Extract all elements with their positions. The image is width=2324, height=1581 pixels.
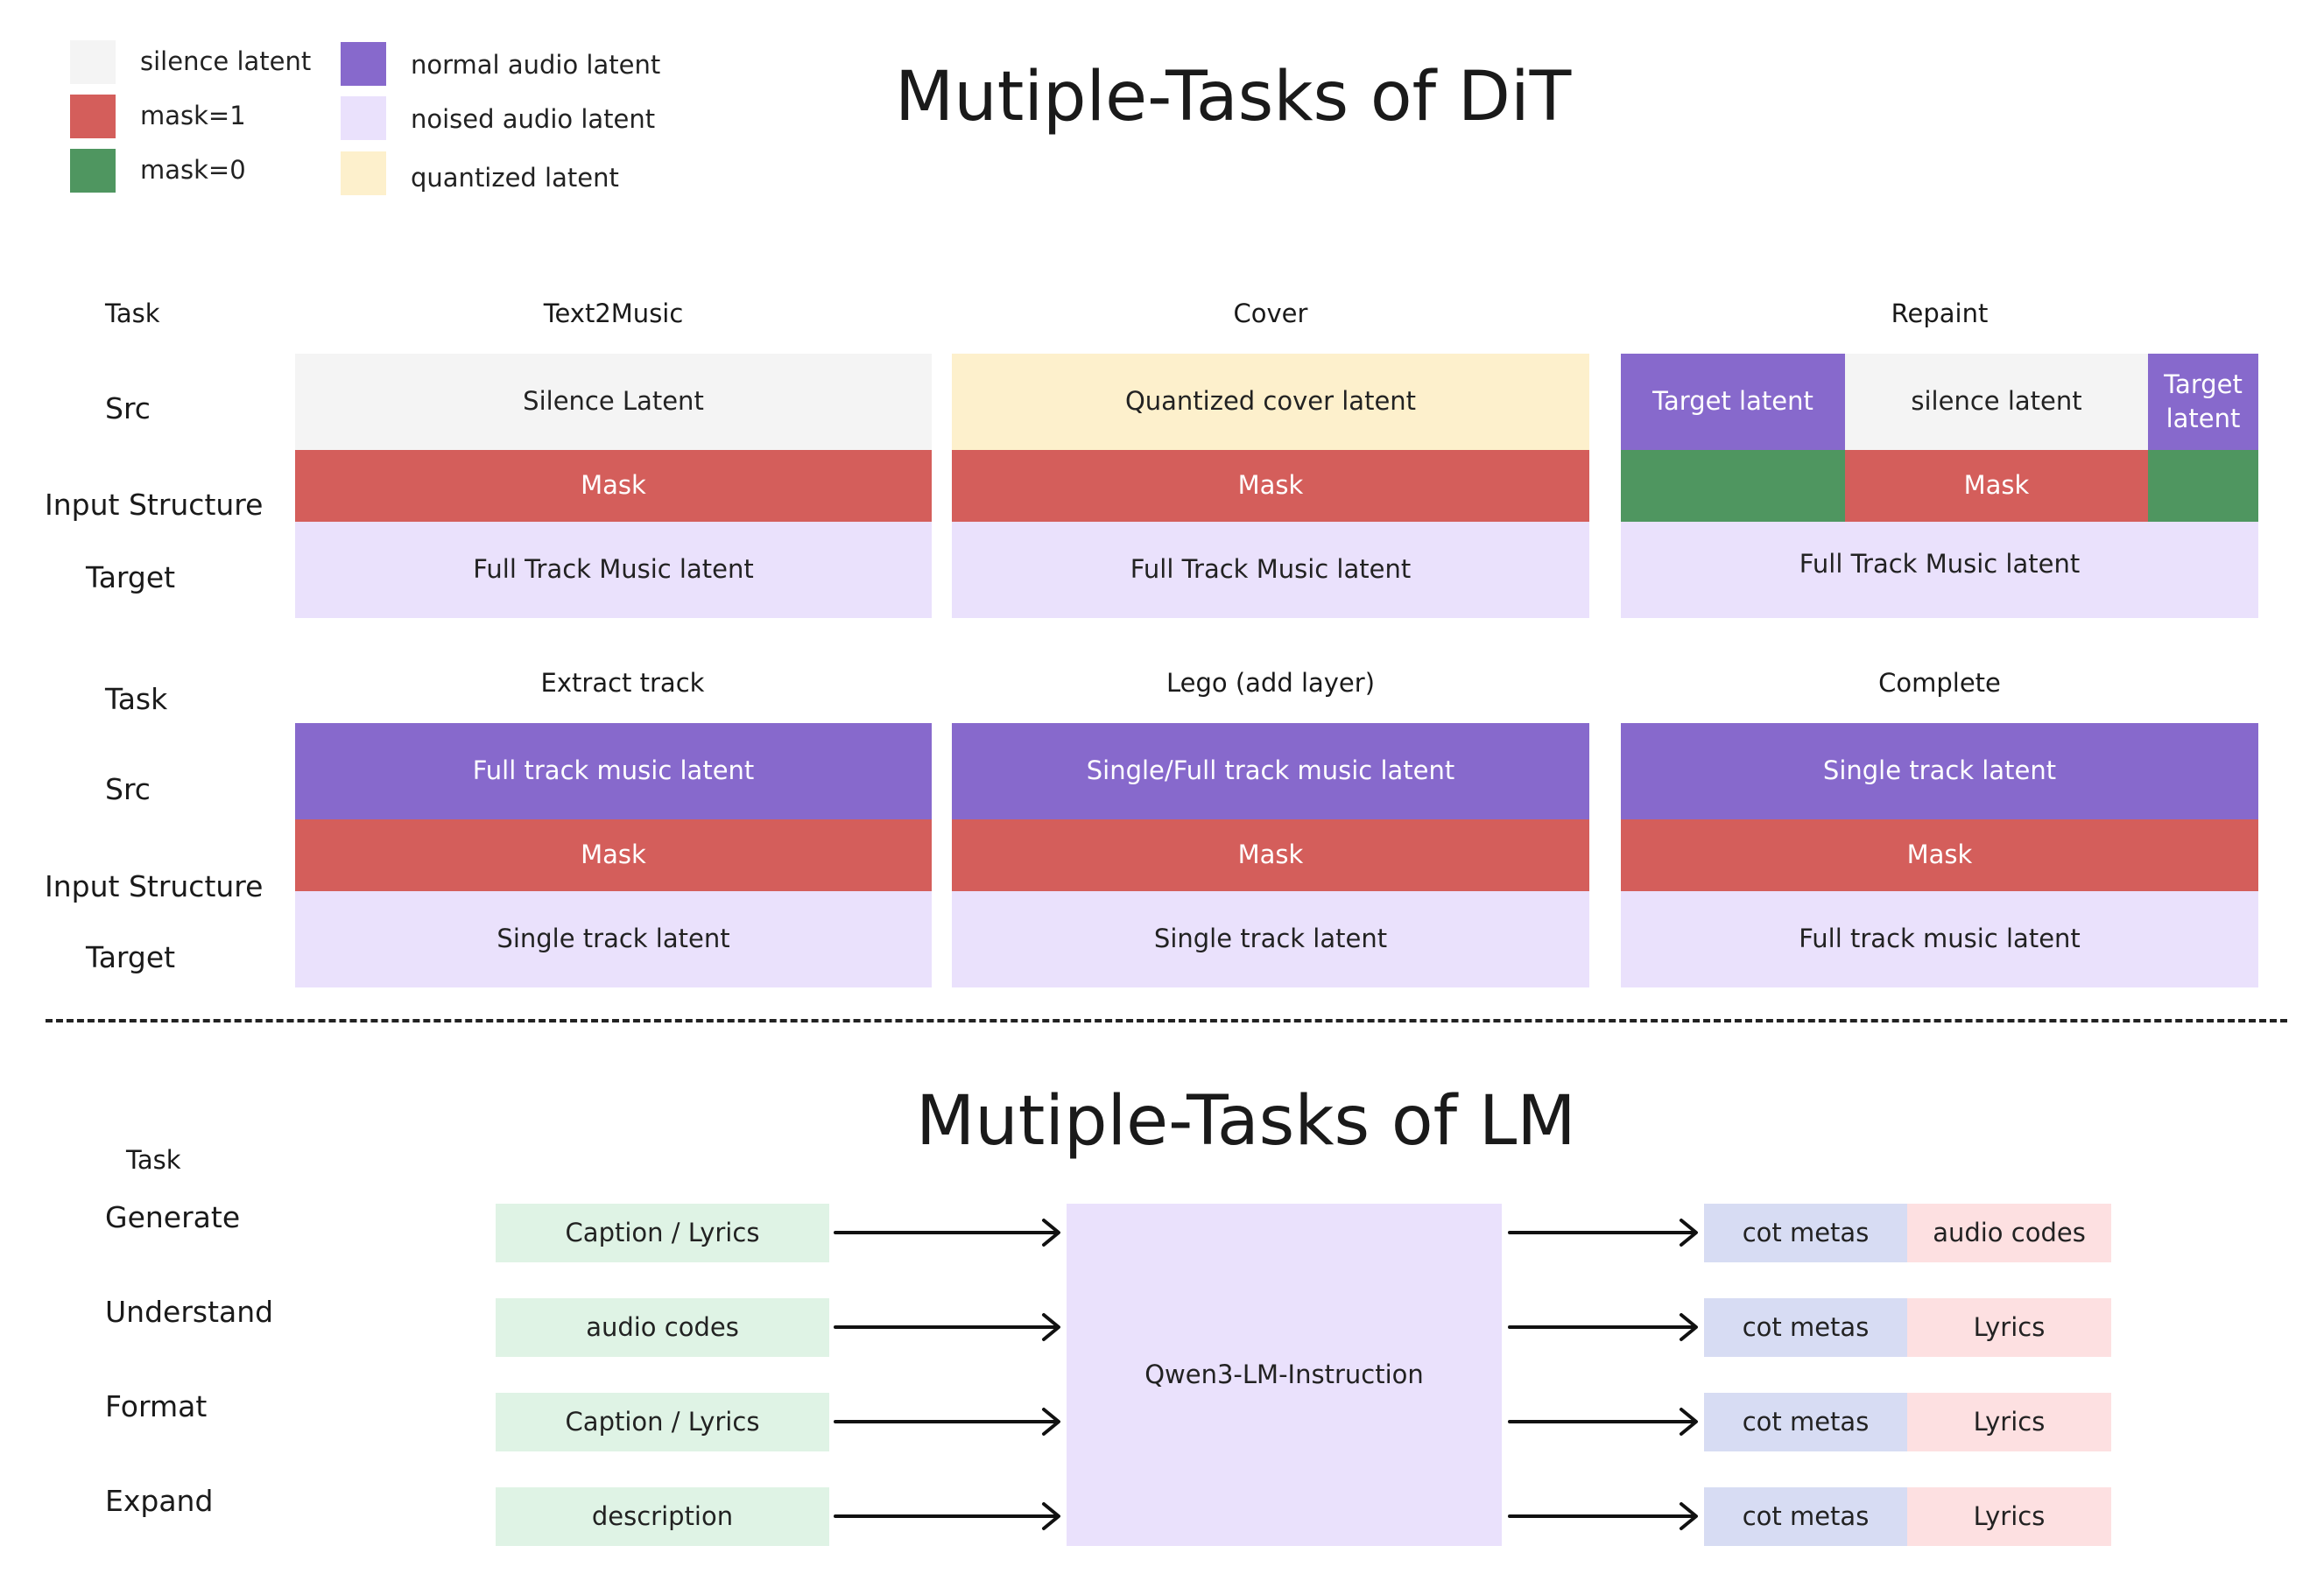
src-block-right: Target latent xyxy=(2148,354,2258,450)
target-block: Single track latent xyxy=(295,891,932,987)
src-block-left: Target latent xyxy=(1621,354,1845,450)
lm-task-format: Format xyxy=(105,1389,208,1423)
src-block-middle: silence latent xyxy=(1845,354,2148,450)
dit-src-label-2: Src xyxy=(105,772,151,806)
arrowhead-in-understand xyxy=(1042,1313,1060,1341)
mask0-block-left xyxy=(1621,450,1845,522)
task-name: Repaint xyxy=(1891,299,1989,328)
task-name: Complete xyxy=(1878,668,2001,698)
legend-swatch-silence xyxy=(70,40,116,84)
lm-output-cot-expand: cot metas xyxy=(1704,1487,1907,1546)
arrowhead-out-generate xyxy=(1680,1219,1698,1247)
src-block: Silence Latent xyxy=(295,354,932,450)
mask-block: Mask xyxy=(1621,819,2258,891)
lm-task-generate: Generate xyxy=(105,1200,241,1234)
lm-input-expand: description xyxy=(496,1487,829,1546)
arrowhead-out-understand xyxy=(1680,1313,1698,1341)
src-block: Single/Full track music latent xyxy=(952,723,1589,819)
lm-input-understand: audio codes xyxy=(496,1298,829,1357)
dit-title: Mutiple-Tasks of DiT xyxy=(895,58,1572,137)
legend-swatch-quantized xyxy=(341,151,386,195)
legend-label-quantized: quantized latent xyxy=(411,163,619,193)
lm-input-format: Caption / Lyrics xyxy=(496,1393,829,1451)
mask-block: Mask xyxy=(952,450,1589,522)
section-divider xyxy=(46,1019,2287,1022)
src-block: Single track latent xyxy=(1621,723,2258,819)
legend-label-silence: silence latent xyxy=(140,46,312,76)
mask-block: Mask xyxy=(295,450,932,522)
legend-label-mask1: mask=1 xyxy=(140,101,246,130)
lm-input-generate: Caption / Lyrics xyxy=(496,1204,829,1262)
mask-block: Mask xyxy=(295,819,932,891)
dit-src-label: Src xyxy=(105,391,151,425)
lm-title: Mutiple-Tasks of LM xyxy=(916,1082,1576,1161)
legend-label-noised: noised audio latent xyxy=(411,104,656,134)
legend-label-normal: normal audio latent xyxy=(411,50,661,80)
target-block: Full Track Music latent xyxy=(1621,522,2258,618)
arrowhead-in-format xyxy=(1042,1408,1060,1436)
target-block: Full track music latent xyxy=(1621,891,2258,987)
dit-task-label: Task xyxy=(105,299,160,328)
task-name: Extract track xyxy=(540,668,705,698)
target-block: Single track latent xyxy=(952,891,1589,987)
legend-swatch-noised xyxy=(341,96,386,140)
legend-swatch-mask1 xyxy=(70,95,116,138)
task-name: Lego (add layer) xyxy=(1166,668,1376,698)
dit-target-label: Target xyxy=(86,560,176,594)
src-block: Full track music latent xyxy=(295,723,932,819)
arrowhead-out-format xyxy=(1680,1408,1698,1436)
mask0-block-right xyxy=(2148,450,2258,522)
lm-output-expand: Lyrics xyxy=(1907,1487,2111,1546)
lm-output-format: Lyrics xyxy=(1907,1393,2111,1451)
arrowhead-out-expand xyxy=(1680,1502,1698,1530)
dit-task-label-2: Task xyxy=(105,682,168,716)
task-name: Cover xyxy=(1233,299,1308,328)
target-block: Full Track Music latent xyxy=(295,522,932,618)
dit-target-label-2: Target xyxy=(86,940,176,974)
lm-task-understand: Understand xyxy=(105,1295,274,1329)
legend-swatch-mask0 xyxy=(70,149,116,193)
lm-output-cot-format: cot metas xyxy=(1704,1393,1907,1451)
lm-task-header: Task xyxy=(126,1145,181,1175)
mask-block: Mask xyxy=(952,819,1589,891)
arrowhead-in-expand xyxy=(1042,1502,1060,1530)
mask-block: Mask xyxy=(1845,450,2148,522)
task-name: Text2Music xyxy=(543,299,684,328)
dit-input-structure-label: Input Structure xyxy=(45,488,264,522)
arrowhead-in-generate xyxy=(1042,1219,1060,1247)
lm-output-generate: audio codes xyxy=(1907,1204,2111,1262)
lm-task-expand: Expand xyxy=(105,1484,214,1518)
target-block: Full Track Music latent xyxy=(952,522,1589,618)
dit-input-structure-label-2: Input Structure xyxy=(45,869,264,903)
legend-label-mask0: mask=0 xyxy=(140,155,246,185)
lm-output-cot-understand: cot metas xyxy=(1704,1298,1907,1357)
lm-model-block: Qwen3-LM-Instruction xyxy=(1067,1204,1502,1546)
legend-swatch-normal xyxy=(341,42,386,86)
lm-output-cot-generate: cot metas xyxy=(1704,1204,1907,1262)
lm-output-understand: Lyrics xyxy=(1907,1298,2111,1357)
src-block: Quantized cover latent xyxy=(952,354,1589,450)
